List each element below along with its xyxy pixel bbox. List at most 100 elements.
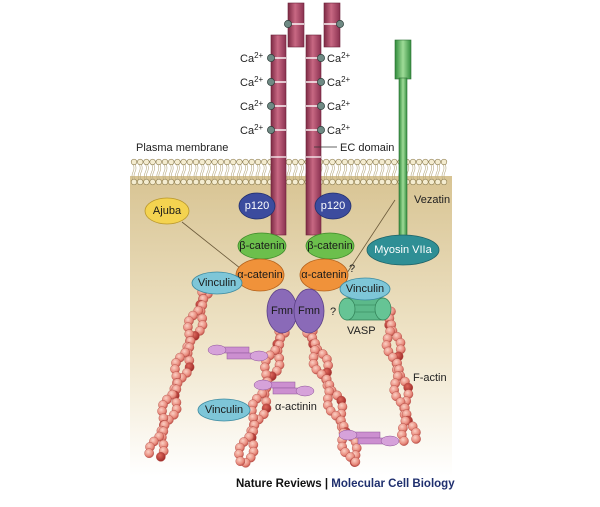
beta-catenin-right-label: β-catenin: [307, 240, 352, 252]
lipid-tail: [356, 163, 360, 181]
lipid-tail: [245, 163, 248, 181]
lipid-head: [168, 158, 175, 166]
lipid-tail: [187, 163, 191, 181]
ajuba-label: Ajuba: [153, 205, 182, 217]
calcium-ion-left: [267, 102, 275, 110]
lipid-tail: [268, 163, 271, 181]
lipid-head: [236, 178, 243, 186]
actin-monomer: [411, 434, 421, 444]
lipid-tail: [230, 163, 234, 181]
lipid-head: [192, 158, 200, 166]
lipid-tail: [208, 163, 211, 181]
lipid-head: [261, 158, 268, 166]
lipid-head: [292, 178, 299, 186]
fmn-right: Fmn: [293, 288, 325, 334]
calcium-ion: [284, 20, 292, 28]
lipid-tail: [367, 163, 370, 181]
lipid-head: [372, 158, 379, 166]
lipid-head: [261, 178, 268, 186]
lipid-head: [341, 178, 348, 186]
lipid-head: [341, 158, 348, 166]
actin-filament: [144, 287, 213, 462]
lipid-head: [205, 178, 212, 186]
lipid-tail: [131, 163, 135, 181]
p120-right-label: p120: [321, 200, 345, 212]
lipid-tail: [156, 163, 160, 181]
fmn-left: Fmn: [266, 288, 298, 334]
actinin-head: [380, 435, 400, 447]
lipid-tail: [201, 163, 205, 181]
lipid-tail: [301, 163, 304, 181]
lipid-tail: [423, 163, 426, 181]
calcium-ion-left: [267, 126, 275, 134]
lipid-tail: [425, 163, 428, 181]
actin-filament: [380, 306, 421, 446]
vezatin-protein: [394, 39, 412, 241]
lipid-tail: [443, 163, 447, 181]
calcium-ion-right: [317, 102, 325, 110]
lipid-head: [329, 158, 336, 166]
lipid-head: [217, 158, 224, 166]
lipid-tail: [162, 163, 166, 181]
lipid-tail: [257, 163, 261, 181]
calcium-superscript: 2+: [341, 51, 350, 60]
lipid-tail: [243, 163, 246, 181]
lipid-tail: [288, 163, 292, 181]
lipid-tail: [441, 163, 445, 181]
lipid-head: [354, 178, 361, 186]
myosin-viia: Myosin VIIa: [366, 234, 440, 266]
lipid-head: [192, 178, 200, 186]
lipid-head: [409, 158, 417, 166]
ajuba: Ajuba: [144, 197, 190, 225]
actinin-head: [253, 379, 273, 391]
lipid-head: [205, 158, 212, 166]
lipid-head: [242, 178, 249, 186]
lipid-head: [223, 178, 231, 186]
lipid-tail: [429, 163, 432, 181]
lipid-tail: [394, 163, 397, 181]
lipid-tail: [323, 163, 327, 181]
lipid-head: [335, 178, 342, 186]
lipid-head: [385, 178, 392, 186]
lipid-tail: [410, 163, 414, 181]
lipid-head: [155, 178, 162, 186]
lipid-tail: [294, 163, 298, 181]
calcium-label-left: Ca2+: [240, 75, 264, 89]
lipid-tail: [412, 163, 416, 181]
lipid-tail: [133, 163, 137, 181]
vezatin-connector-line: [344, 199, 396, 277]
calcium-label-right: Ca2+: [327, 99, 351, 113]
lipid-tail: [385, 163, 389, 181]
lipid-head: [180, 178, 187, 186]
cadherin-right: [305, 34, 322, 236]
lipid-head: [409, 178, 417, 186]
lipid-head: [360, 178, 367, 186]
lipid-tail: [354, 163, 358, 181]
actinin-head: [295, 385, 315, 397]
lipid-tail: [361, 163, 364, 181]
actin-monomer: [144, 448, 154, 458]
lipid-tail: [255, 163, 259, 181]
lipid-tail: [369, 163, 372, 181]
beta-catenin-right: β-catenin: [305, 232, 355, 260]
lipid-head: [416, 158, 423, 166]
lipid-tail: [350, 163, 354, 181]
lipid-head: [143, 178, 150, 186]
lipid-tail: [232, 163, 236, 181]
lipid-tail: [418, 163, 422, 181]
lipid-tail: [137, 163, 141, 181]
lipid-head: [366, 178, 373, 186]
credit-journal: Nature Reviews: [236, 478, 322, 490]
lipid-tail: [239, 163, 242, 181]
calcium-ion: [336, 20, 344, 28]
lipid-head: [366, 158, 373, 166]
ec-domain-label: EC domain: [340, 142, 394, 154]
p120-left-label: p120: [245, 200, 269, 212]
lipid-head: [434, 178, 441, 186]
credit-separator: |: [321, 478, 332, 490]
lipid-tail: [214, 163, 217, 181]
lipid-head: [149, 178, 156, 186]
lipid-tail: [177, 163, 180, 181]
lipid-head: [248, 158, 255, 166]
